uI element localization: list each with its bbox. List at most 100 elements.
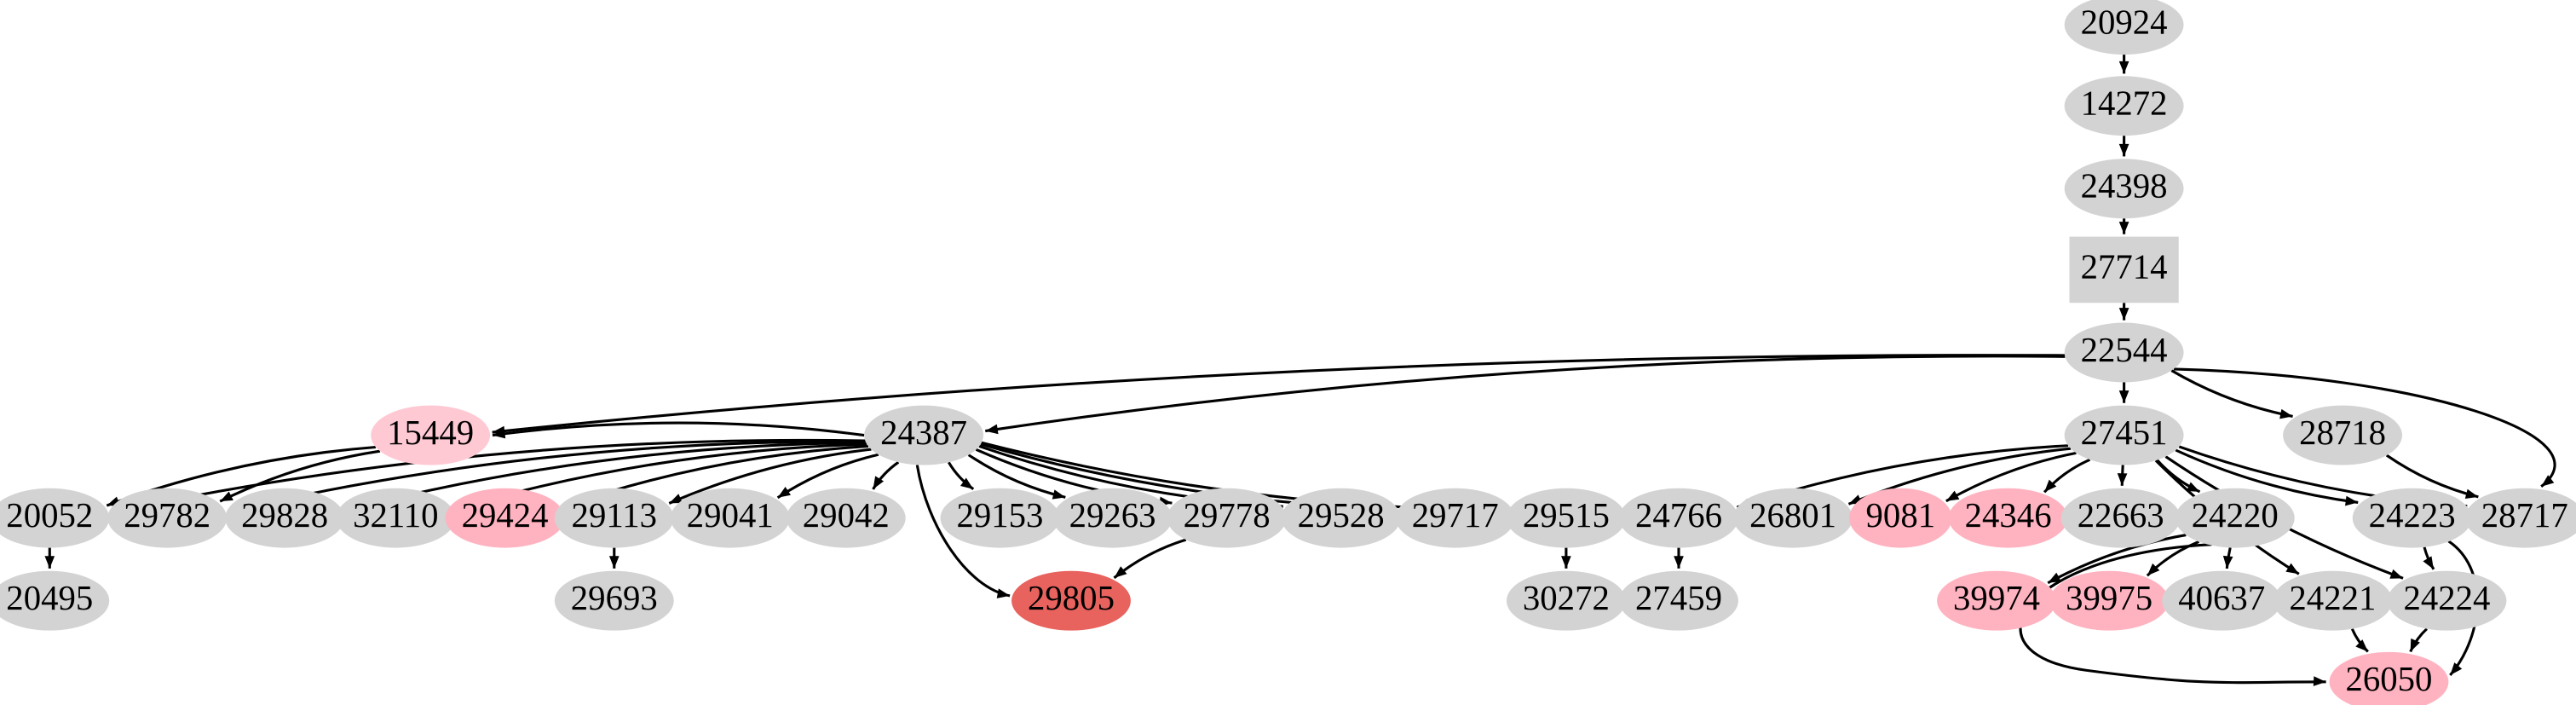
edge-22544-to-28717	[2173, 367, 2556, 488]
graph-node-29693[interactable]: 29693	[554, 570, 674, 631]
graph-node-29828[interactable]: 29828	[225, 488, 345, 548]
arrowhead-icon	[2118, 390, 2129, 403]
graph-node-29041[interactable]: 29041	[670, 488, 790, 548]
graph-node-22663[interactable]: 22663	[2060, 488, 2181, 548]
graph-node-24223[interactable]: 24223	[2352, 488, 2472, 548]
node-ellipse-shape[interactable]	[445, 488, 565, 548]
graph-node-9081[interactable]: 9081	[1849, 488, 1952, 548]
node-ellipse-shape[interactable]	[1937, 570, 2056, 631]
node-ellipse-shape[interactable]	[2060, 488, 2181, 548]
node-ellipse-shape[interactable]	[940, 488, 1060, 548]
node-ellipse-shape[interactable]	[1052, 488, 1173, 548]
graph-node-24221[interactable]: 24221	[2273, 570, 2393, 631]
node-ellipse-shape[interactable]	[2162, 570, 2282, 631]
node-ellipse-shape[interactable]	[1395, 488, 1515, 548]
graph-node-39974[interactable]: 39974	[1937, 570, 2056, 631]
graph-node-29778[interactable]: 29778	[1167, 488, 1287, 548]
node-ellipse-shape[interactable]	[1733, 488, 1853, 548]
graph-node-24224[interactable]: 24224	[2387, 570, 2507, 631]
node-ellipse-shape[interactable]	[2064, 0, 2184, 55]
arrowhead-icon	[873, 476, 885, 489]
graph-node-22544[interactable]: 22544	[2064, 322, 2184, 383]
arrowhead-icon	[2313, 676, 2326, 686]
graph-node-20495[interactable]: 20495	[0, 570, 110, 631]
node-ellipse-shape[interactable]	[2283, 405, 2403, 465]
graph-node-27459[interactable]: 27459	[1619, 570, 1738, 631]
node-ellipse-shape[interactable]	[670, 488, 790, 548]
node-ellipse-shape[interactable]	[1281, 488, 1401, 548]
node-ellipse-shape[interactable]	[1506, 488, 1626, 548]
graph-node-26801[interactable]: 26801	[1733, 488, 1853, 548]
node-ellipse-shape[interactable]	[0, 488, 110, 548]
arrowhead-icon	[492, 428, 506, 439]
node-box-shape[interactable]	[2069, 236, 2179, 303]
node-ellipse-shape[interactable]	[1167, 488, 1287, 548]
graph-node-29717[interactable]: 29717	[1395, 488, 1515, 548]
node-ellipse-shape[interactable]	[2273, 570, 2393, 631]
arrowhead-icon	[2345, 495, 2359, 506]
node-ellipse-shape[interactable]	[1849, 488, 1952, 548]
node-ellipse-shape[interactable]	[1506, 570, 1626, 631]
node-ellipse-shape[interactable]	[2064, 76, 2184, 136]
graph-node-29424[interactable]: 29424	[445, 488, 565, 548]
graph-node-24766[interactable]: 24766	[1619, 488, 1738, 548]
node-ellipse-shape[interactable]	[2352, 488, 2472, 548]
node-ellipse-shape[interactable]	[1619, 488, 1738, 548]
node-ellipse-shape[interactable]	[371, 405, 491, 465]
node-ellipse-shape[interactable]	[1619, 570, 1738, 631]
graph-node-24398[interactable]: 24398	[2064, 159, 2184, 219]
node-ellipse-shape[interactable]	[554, 570, 674, 631]
graph-node-27714[interactable]: 27714	[2069, 236, 2179, 303]
graph-node-39975[interactable]: 39975	[2049, 570, 2170, 631]
graph-node-27451[interactable]: 27451	[2064, 405, 2184, 465]
graph-node-29113[interactable]: 29113	[554, 488, 674, 548]
graph-node-29153[interactable]: 29153	[940, 488, 1060, 548]
graph-node-20052[interactable]: 20052	[0, 488, 110, 548]
node-ellipse-shape[interactable]	[2064, 159, 2184, 219]
graph-node-28718[interactable]: 28718	[2283, 405, 2403, 465]
node-ellipse-shape[interactable]	[2329, 651, 2449, 705]
node-ellipse-shape[interactable]	[1948, 488, 2068, 548]
graph-node-29782[interactable]: 29782	[107, 488, 228, 548]
arrowhead-icon	[2389, 569, 2404, 579]
graph-node-24387[interactable]: 24387	[864, 405, 984, 465]
edge-24387-to-29113	[668, 448, 872, 505]
node-ellipse-shape[interactable]	[225, 488, 345, 548]
node-ellipse-shape[interactable]	[554, 488, 674, 548]
node-ellipse-shape[interactable]	[2064, 405, 2184, 465]
node-ellipse-shape[interactable]	[2175, 488, 2295, 548]
graph-node-14272[interactable]: 14272	[2064, 76, 2184, 136]
graph-node-29805[interactable]: 29805	[1011, 570, 1131, 631]
node-ellipse-shape[interactable]	[864, 405, 984, 465]
graph-node-30272[interactable]: 30272	[1506, 570, 1626, 631]
graph-node-24220[interactable]: 24220	[2175, 488, 2295, 548]
edge-24220-to-39974	[2047, 534, 2187, 585]
graph-node-29263[interactable]: 29263	[1052, 488, 1173, 548]
node-ellipse-shape[interactable]	[2464, 488, 2576, 548]
graph-node-29515[interactable]: 29515	[1506, 488, 1626, 548]
node-ellipse-shape[interactable]	[2064, 322, 2184, 383]
edge-24387-to-15449	[492, 421, 865, 437]
node-ellipse-shape[interactable]	[1011, 570, 1131, 631]
graph-node-24346[interactable]: 24346	[1948, 488, 2068, 548]
graph-node-29042[interactable]: 29042	[786, 488, 906, 548]
node-ellipse-shape[interactable]	[107, 488, 228, 548]
node-ellipse-shape[interactable]	[2387, 570, 2507, 631]
graph-node-15449[interactable]: 15449	[371, 405, 491, 465]
node-ellipse-shape[interactable]	[0, 570, 110, 631]
node-ellipse-shape[interactable]	[336, 488, 456, 548]
edge-15449-to-29782	[219, 449, 381, 503]
graph-node-20924[interactable]: 20924	[2064, 0, 2184, 55]
graph-node-40637[interactable]: 40637	[2162, 570, 2282, 631]
arrowhead-icon	[2222, 555, 2233, 569]
graph-node-26050[interactable]: 26050	[2329, 651, 2449, 705]
arrowhead-icon	[220, 491, 233, 502]
node-ellipse-shape[interactable]	[2049, 570, 2170, 631]
graph-node-29528[interactable]: 29528	[1281, 488, 1401, 548]
arrowhead-icon	[2117, 473, 2128, 486]
graph-node-28717[interactable]: 28717	[2464, 488, 2576, 548]
node-ellipse-shape[interactable]	[786, 488, 906, 548]
graph-node-32110[interactable]: 32110	[336, 488, 456, 548]
